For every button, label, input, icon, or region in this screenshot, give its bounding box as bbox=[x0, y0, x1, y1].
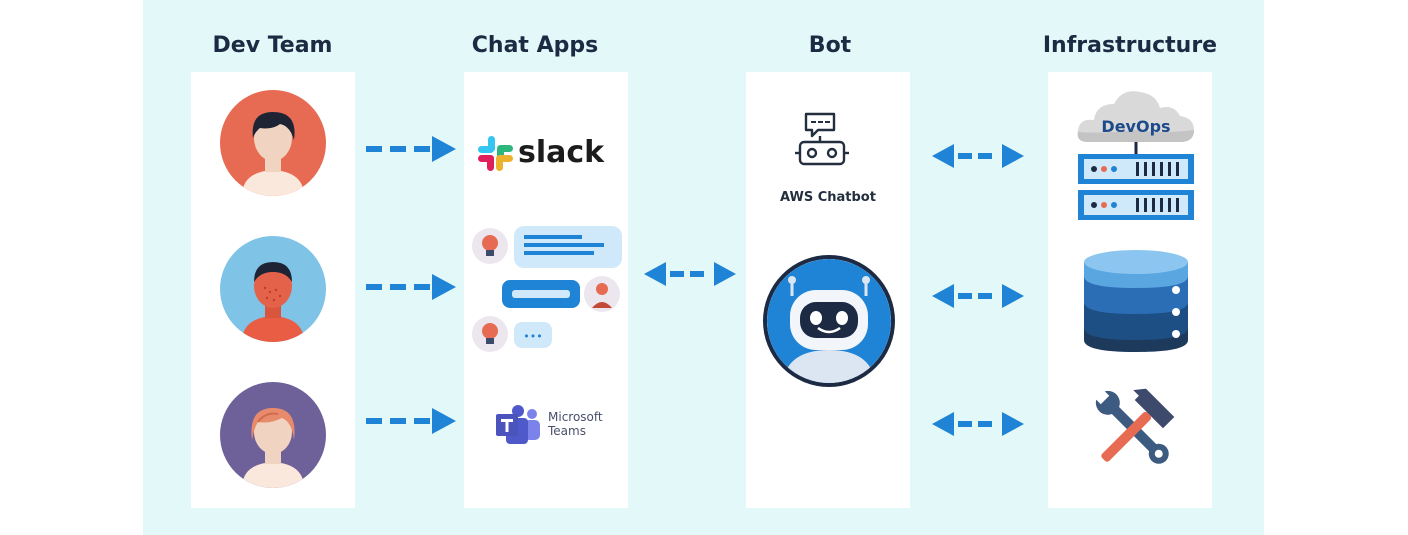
teams-wordmark-line2: Teams bbox=[547, 424, 586, 438]
slack-logo-icon bbox=[478, 136, 513, 171]
teams-logo-icon bbox=[496, 405, 540, 444]
tools-icon bbox=[1093, 388, 1175, 464]
arrow-bot-devops-bidirectional bbox=[932, 144, 1024, 168]
devops-cloud-icon bbox=[1077, 91, 1194, 154]
teams-wordmark-line1: Microsoft bbox=[548, 410, 603, 424]
developer-avatar-1 bbox=[220, 90, 326, 196]
column-title-infrastructure: Infrastructure bbox=[1042, 33, 1218, 58]
arrow-dev3-to-teams bbox=[366, 408, 456, 434]
database-icon bbox=[1084, 250, 1188, 352]
developer-avatar-3 bbox=[220, 382, 326, 488]
devops-label: DevOps bbox=[1101, 117, 1170, 136]
typing-indicator: ••• bbox=[523, 330, 542, 343]
robot-icon bbox=[763, 255, 895, 387]
aws-chatbot-icon bbox=[795, 112, 849, 166]
arrow-dev2-to-chat bbox=[366, 274, 456, 300]
server-rack-icon bbox=[1078, 154, 1194, 220]
aws-chatbot-label: AWS Chatbot bbox=[780, 190, 876, 205]
robot-avatar bbox=[763, 255, 895, 387]
slack-logo: slack bbox=[478, 135, 605, 171]
slack-wordmark: slack bbox=[518, 135, 605, 170]
arrow-bot-tools-bidirectional bbox=[932, 412, 1024, 436]
column-title-chat-apps: Chat Apps bbox=[471, 33, 599, 58]
column-title-bot: Bot bbox=[808, 33, 852, 58]
tools-illustration bbox=[1093, 388, 1175, 464]
column-title-dev-team: Dev Team bbox=[212, 33, 333, 58]
person-icon bbox=[220, 382, 326, 488]
arrow-bot-database-bidirectional bbox=[932, 284, 1024, 308]
arrow-dev1-to-slack bbox=[366, 136, 456, 162]
person-icon bbox=[220, 90, 326, 196]
database-illustration bbox=[1084, 250, 1188, 352]
arrow-chat-bot-bidirectional bbox=[644, 262, 736, 286]
devops-server-illustration: DevOps bbox=[1077, 91, 1194, 220]
person-icon bbox=[220, 236, 326, 342]
developer-avatar-2 bbox=[220, 236, 326, 342]
chat-conversation-illustration: ••• bbox=[472, 226, 622, 352]
chat-conversation-icon bbox=[472, 226, 622, 352]
teams-logo: Microsoft Teams bbox=[496, 405, 603, 444]
